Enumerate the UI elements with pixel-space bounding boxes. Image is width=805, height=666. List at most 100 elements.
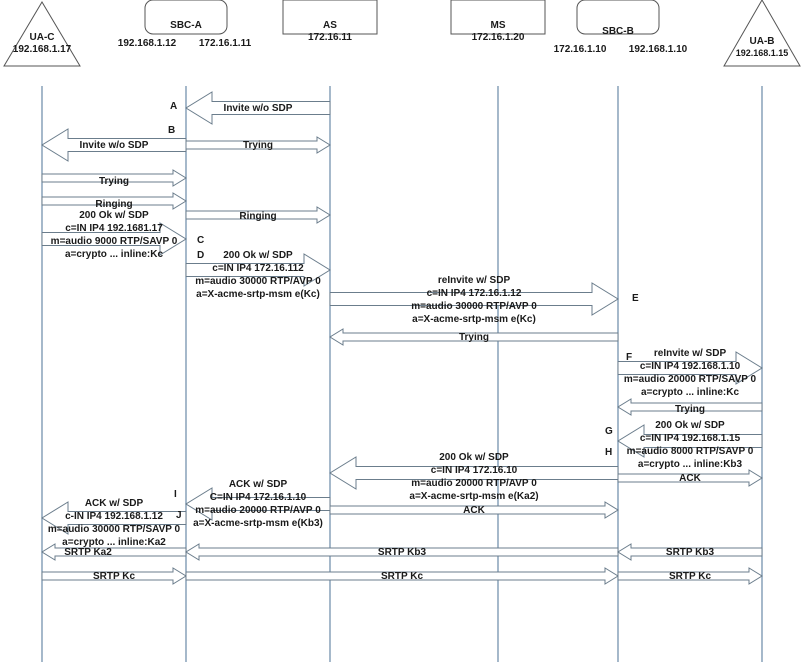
entity-sbc-a-ip-left: 192.168.1.12 [118,38,177,49]
arrow-srtp-kc-c [617,567,763,585]
arrow-srtp-kc-b [185,567,619,585]
arrow-reinvite-sbcb-uab [617,351,763,385]
msg-ack-sbca-uac-line-3: m=audio 30000 RTP/SAVP 0 [48,524,181,535]
entity-sbc-a-ip-right: 172.16.1.11 [199,38,252,49]
step-marker-a: A [170,101,177,112]
entity-sbc-b-label: SBC-B [602,26,634,37]
msg-trying-sbcb-as-line-1: Trying [459,332,489,343]
entity-ua-c-label: UA-C [30,32,55,43]
msg-ok-uab-sbcb-line-2: c=IN IP4 192.168.1.15 [640,433,741,444]
msg-ack-sbca-uac-line-2: c-IN IP4 192.168.1.12 [65,511,163,522]
msg-ok-uab-sbcb-line-1: 200 Ok w/ SDP [655,420,725,431]
arrow-srtp-kb3-c [617,543,763,561]
msg-ack-sbca-uac-line-4: a=crypto ... inline:Ka2 [62,537,166,548]
msg-ok-uac-sbca-line-1: 200 Ok w/ SDP [79,210,149,221]
msg-ack-as-sbca-line-4: a=X-acme-srtp-msm e(Kb3) [193,518,323,529]
msg-ack-as-sbcb-line-1: ACK [463,505,485,516]
entity-ua-b: UA-B 192.168.1.15 [723,0,801,67]
arrow-ok-uab-sbcb [617,424,763,458]
message-labels: Invite w/o SDP Invite w/o SDP Trying Try… [48,103,757,582]
msg-ack-sbca-uac-line-1: ACK w/ SDP [85,498,144,509]
msg-reinvite-sbcb-uab-line-4: a=crypto ... inline:Kc [641,387,740,398]
msg-srtp-kc-a-line-1: SRTP Kc [93,571,135,582]
msg-ok-uac-sbca-line-3: m=audio 9000 RTP/SAVP 0 [51,236,178,247]
msg-ok-uac-sbca-line-4: a=crypto ... inline:Kc [65,249,164,260]
msg-invite-as-sbca-line-1: Invite w/o SDP [224,103,293,114]
msg-ok-sbca-as-line-2: c=IN IP4 172.16.112 [212,263,304,274]
msg-ringing-uac-sbca-line-1: Ringing [95,199,132,210]
msg-srtp-kb3-b-line-1: SRTP Kb3 [378,547,427,558]
msg-ok-sbcb-as-line-4: a=X-acme-srtp-msm e(Ka2) [409,491,538,502]
entity-sbc-a-label: SBC-A [170,20,202,31]
arrow-ok-sbca-as [185,253,331,287]
msg-ok-uac-sbca-line-2: c=IN IP4 192.1681.17 [65,223,163,234]
arrow-trying-uab-sbcb [617,398,763,416]
step-marker-b: B [168,125,175,136]
arrow-ringing-sbca-as [185,206,331,224]
msg-ack-as-sbca-line-1: ACK w/ SDP [229,479,288,490]
step-marker-j: J [176,510,182,521]
arrow-trying-sbcb-as [329,328,619,346]
entity-ua-c: UA-C 192.168.1.17 [3,1,81,67]
entity-ua-b-ip: 192.168.1.15 [736,48,789,58]
msg-ok-sbcb-as-line-2: c=IN IP4 172.16.10 [431,465,518,476]
msg-ok-sbca-as-line-3: m=audio 30000 RTP/AVP 0 [195,276,321,287]
step-marker-i: I [174,489,177,500]
arrow-trying-uac-sbca [41,169,187,187]
arrow-ack-as-sbcb [329,501,619,519]
msg-ok-uab-sbcb-line-4: a=crypto ... inline:Kb3 [638,459,743,470]
msg-ringing-sbca-as-line-1: Ringing [239,211,276,222]
step-marker-h: H [605,447,612,458]
entity-as: AS 172.16.11 [282,0,378,43]
arrow-ok-sbcb-as [329,456,619,490]
entity-sbc-a: SBC-A 192.168.1.12 172.16.1.11 [118,0,252,49]
entity-ua-b-label: UA-B [750,36,775,47]
entity-as-ip: 172.16.11 [308,32,352,43]
msg-ack-as-sbca-line-2: C=IN IP4 172.16.1.10 [210,492,307,503]
arrow-ack-sbca-uac [41,501,187,535]
msg-ok-sbca-as-line-4: a=X-acme-srtp-msm e(Kc) [196,289,320,300]
msg-reinvite-as-sbcb-line-2: c=IN IP4 172.16.1.12 [427,288,522,299]
msg-srtp-kc-b-line-1: SRTP Kc [381,571,423,582]
msg-reinvite-sbcb-uab-line-3: m=audio 20000 RTP/SAVP 0 [624,374,757,385]
step-markers: A B C D E F G H I J [168,101,639,521]
msg-ok-sbcb-as-line-1: 200 Ok w/ SDP [439,452,509,463]
arrow-ack-sbcb-uab [617,469,763,487]
entity-ms: MS 172.16.1.20 [450,0,546,43]
msg-trying-uac-sbca-line-1: Trying [99,176,129,187]
msg-ack-sbcb-uab-line-1: ACK [679,473,701,484]
msg-ack-as-sbca-line-3: m=audio 20000 RTP/AVP 0 [195,505,321,516]
entity-sbc-b: SBC-B 172.16.1.10 192.168.1.10 [554,0,688,55]
step-marker-c: C [197,235,204,246]
arrow-invite-sbca-uac [41,128,187,162]
arrow-ack-as-sbca [185,487,331,521]
arrow-ok-uac-sbca [41,222,187,256]
step-marker-f: F [626,352,632,363]
entity-sbc-b-ip-right: 192.168.1.10 [629,44,688,55]
msg-srtp-kb3-c-line-1: SRTP Kb3 [666,547,715,558]
arrow-reinvite-as-sbcb [329,282,619,316]
msg-trying-uab-sbcb-line-1: Trying [675,404,705,415]
entity-ms-label: MS [491,20,506,31]
arrow-trying-sbca-as [185,136,331,154]
entity-as-label: AS [323,20,337,31]
msg-reinvite-as-sbcb-line-1: reInvite w/ SDP [438,275,511,286]
step-marker-e: E [632,293,639,304]
msg-srtp-kc-c-line-1: SRTP Kc [669,571,711,582]
entity-ms-ip: 172.16.1.20 [472,32,525,43]
msg-reinvite-sbcb-uab-line-1: reInvite w/ SDP [654,348,727,359]
step-marker-g: G [605,426,613,437]
entity-sbc-b-ip-left: 172.16.1.10 [554,44,607,55]
msg-trying-sbca-as-line-1: Trying [243,140,273,151]
msg-ok-sbcb-as-line-3: m=audio 20000 RTP/AVP 0 [411,478,537,489]
arrow-srtp-kb3-a [41,543,187,561]
entity-ua-c-ip: 192.168.1.17 [13,44,72,55]
arrow-srtp-kb3-b [185,543,619,561]
msg-ok-sbca-as-line-1: 200 Ok w/ SDP [223,250,293,261]
entity-headers: UA-C 192.168.1.17 SBC-A 192.168.1.12 172… [3,0,801,67]
message-arrows [41,91,763,585]
msg-reinvite-as-sbcb-line-3: m=audio 30000 RTP/AVP 0 [411,301,537,312]
msg-invite-sbca-uac-line-1: Invite w/o SDP [80,140,149,151]
msg-ok-uab-sbcb-line-3: m=audio 8000 RTP/SAVP 0 [627,446,754,457]
